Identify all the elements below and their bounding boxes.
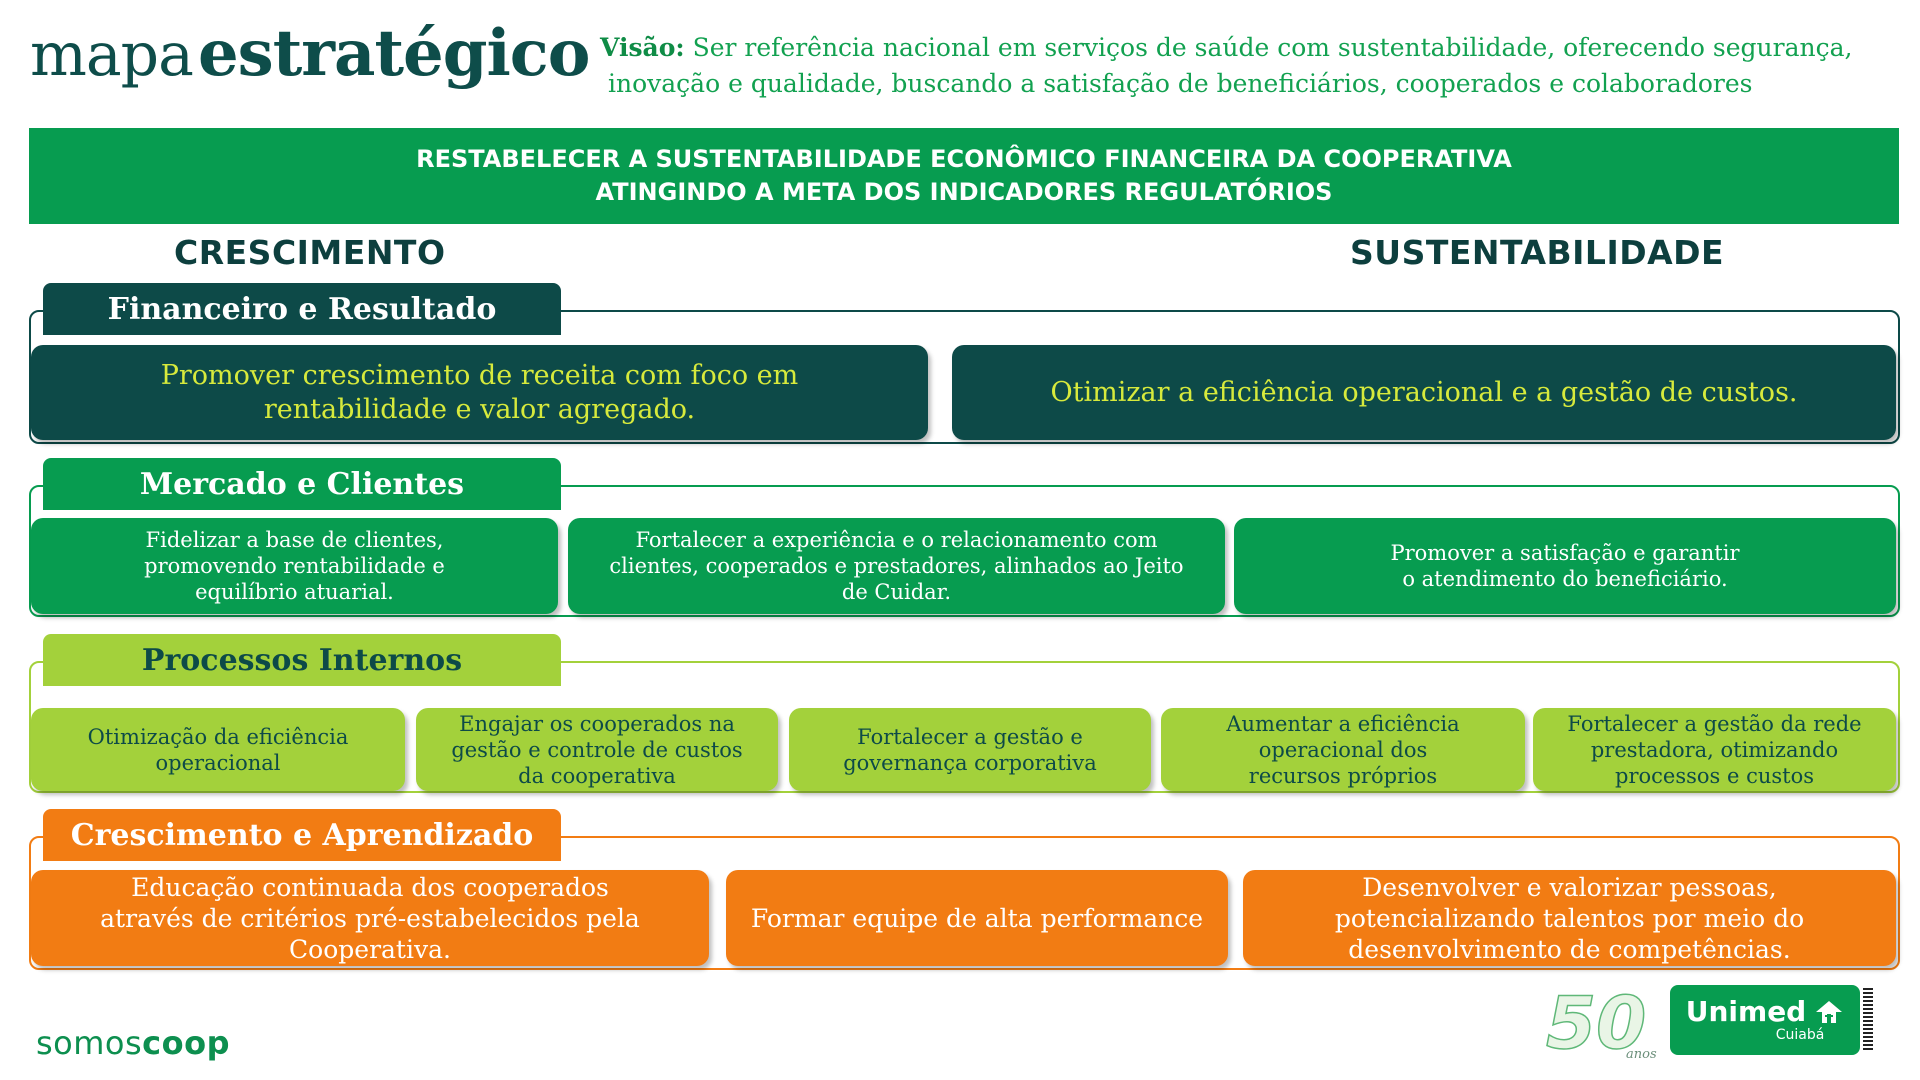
objective-card: Desenvolver e valorizar pessoas, potenci… — [1243, 870, 1896, 966]
vision-statement: Visão: Ser referência nacional em serviç… — [600, 30, 1910, 102]
objective-card: Fortalecer a gestão e governança corpora… — [789, 708, 1151, 791]
anniversary-50-graphic: 50 anos — [1545, 980, 1657, 1066]
pillar-sustentabilidade: SUSTENTABILIDADE — [1350, 233, 1725, 272]
pillar-crescimento: CRESCIMENTO — [174, 233, 446, 272]
title-bold: estratégico — [197, 16, 590, 91]
objective-card: Formar equipe de alta performance — [726, 870, 1228, 966]
anniversary-number: 50 — [1546, 982, 1646, 1062]
page-title: mapa estratégico — [30, 22, 590, 86]
somoscoop-coop: coop — [142, 1024, 231, 1062]
vision-line-2: inovação e qualidade, buscando a satisfa… — [608, 69, 1753, 98]
vision-line-1: Ser referência nacional em serviços de s… — [692, 33, 1853, 62]
section-crescimento-title: Crescimento e Aprendizado — [43, 809, 561, 861]
ans-registration-mark — [1863, 988, 1873, 1052]
strategic-goal-banner: RESTABELECER A SUSTENTABILIDADE ECONÔMIC… — [29, 128, 1899, 224]
title-light: mapa — [30, 20, 194, 90]
unimed-tree-icon — [1816, 1001, 1843, 1023]
objective-card: Aumentar a eficiência operacional dos re… — [1161, 708, 1525, 791]
objective-card: Fidelizar a base de clientes, promovendo… — [31, 518, 558, 614]
somoscoop-somos: somos — [36, 1024, 143, 1062]
objective-card: Otimizar a eficiência operacional e a ge… — [952, 345, 1896, 440]
section-mercado-title: Mercado e Clientes — [43, 458, 561, 510]
section-processos-title: Processos Internos — [43, 634, 561, 686]
anniversary-word: anos — [1626, 1047, 1657, 1062]
section-mercado-frame — [29, 485, 1900, 617]
objective-card: Fortalecer a gestão da rede prestadora, … — [1533, 708, 1896, 791]
objective-card: Educação continuada dos cooperados atrav… — [31, 870, 709, 966]
objective-card: Otimização da eficiência operacional — [31, 708, 405, 791]
anniversary-50-logo: 50 anos — [1542, 980, 1662, 1066]
somoscoop-logo: somoscoop — [36, 1024, 230, 1062]
unimed-logo: Unimed Cuiabá — [1670, 985, 1860, 1055]
brand-city: Cuiabá — [1775, 1027, 1825, 1043]
objective-card: Promover a satisfação e garantir o atend… — [1234, 518, 1896, 614]
section-crescimento-frame — [29, 836, 1900, 970]
banner-line-1: RESTABELECER A SUSTENTABILIDADE ECONÔMIC… — [416, 145, 1512, 173]
objective-card: Promover crescimento de receita com foco… — [31, 345, 928, 440]
section-financeiro-title: Financeiro e Resultado — [43, 283, 561, 335]
objective-card: Engajar os cooperados na gestão e contro… — [416, 708, 778, 791]
brand-name: Unimed — [1685, 995, 1807, 1028]
section-processos-frame — [29, 661, 1900, 793]
section-financeiro-frame — [29, 310, 1900, 444]
banner-line-2: ATINGINDO A META DOS INDICADORES REGULAT… — [595, 178, 1333, 206]
vision-label: Visão: — [600, 33, 685, 62]
objective-card: Fortalecer a experiência e o relacioname… — [568, 518, 1225, 614]
